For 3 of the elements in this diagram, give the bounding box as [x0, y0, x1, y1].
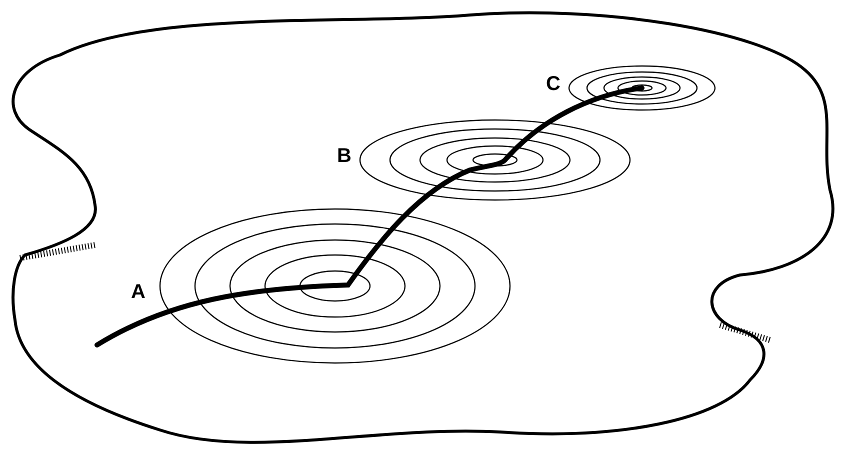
point-label: B	[337, 146, 352, 166]
point-label: C	[546, 74, 560, 94]
point-label: A	[131, 282, 146, 302]
